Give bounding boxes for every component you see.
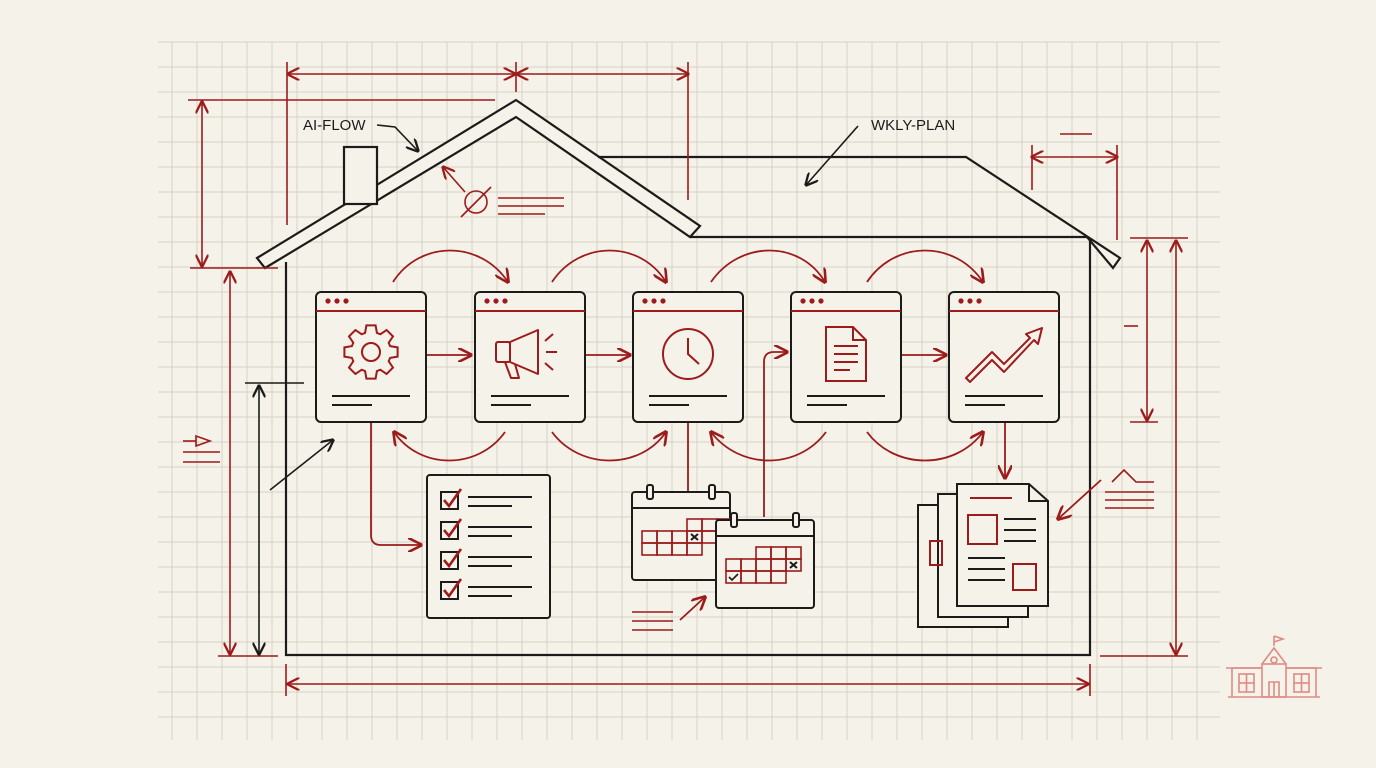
workflow-card-setup: [315, 291, 427, 423]
document-icon: [825, 326, 867, 382]
gear-icon: [343, 324, 399, 380]
growth-chart-icon: [965, 327, 1043, 383]
schoolhouse-icon: [1226, 635, 1322, 698]
checklist-icon: [426, 474, 551, 619]
calendar-icon: [715, 512, 815, 609]
calendar-icon: [631, 484, 733, 581]
workflow-card-growth: [948, 291, 1060, 423]
workflow-card-schedule: [632, 291, 744, 423]
workflow-card-announce: [474, 291, 586, 423]
pointer-lines: [245, 124, 859, 654]
clock-icon: [662, 328, 714, 380]
flow-connectors: [370, 249, 1102, 621]
megaphone-icon: [495, 329, 557, 379]
report-stack-icon: [917, 483, 1049, 628]
weekly-plan-label: WKLY-PLAN: [871, 117, 955, 134]
workflow-card-document: [790, 291, 902, 423]
dimension-lines: [183, 62, 1188, 696]
ai-flow-label: AI-FLOW: [303, 117, 366, 134]
